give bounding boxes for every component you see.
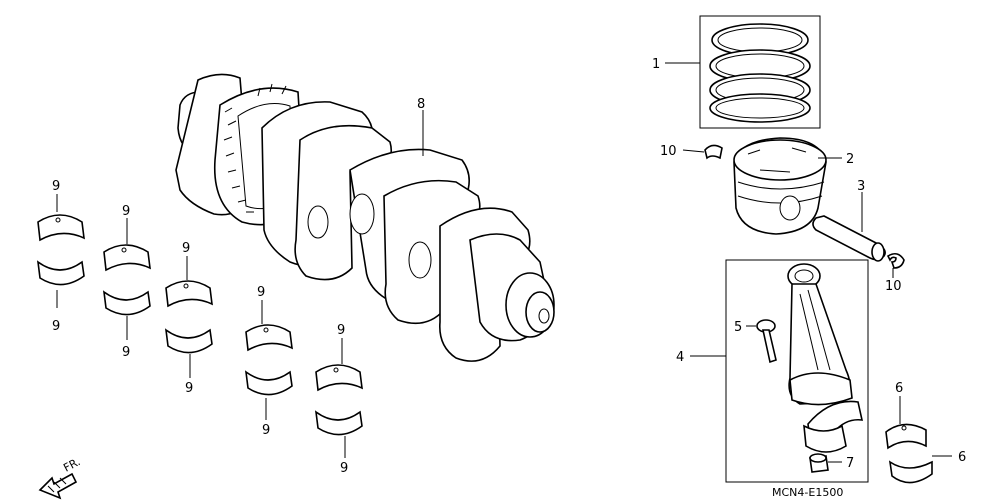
callout-5: 5 [734, 320, 742, 335]
front-arrow [38, 472, 78, 500]
diagram-code: MCN4-E1500 [772, 486, 843, 499]
callout-9-c: 9 [122, 204, 130, 219]
callout-9-i: 9 [337, 323, 345, 338]
callout-10-right: 10 [885, 279, 902, 294]
front-label: FR. [61, 455, 82, 474]
clip-right [886, 252, 905, 269]
callout-9-b: 9 [52, 319, 60, 334]
callout-3: 3 [857, 179, 865, 194]
main-bearing-2 [102, 244, 151, 316]
callout-4: 4 [676, 350, 684, 365]
callout-9-f: 9 [185, 381, 193, 396]
main-bearing-5 [314, 364, 363, 436]
main-bearing-leaders [56, 194, 346, 458]
callout-6-top: 6 [895, 381, 903, 396]
connecting-rod [787, 263, 864, 453]
callout-9-g: 9 [257, 285, 265, 300]
main-bearing-3 [164, 280, 213, 354]
callout-9-d: 9 [122, 345, 130, 360]
callout-7: 7 [846, 456, 854, 471]
callout-6-bottom: 6 [958, 450, 966, 465]
rod-bolt [756, 319, 777, 364]
callout-2: 2 [846, 152, 854, 167]
crankshaft-callout: 8 [417, 97, 425, 112]
crankshaft [175, 73, 555, 362]
callout-9-e: 9 [182, 241, 190, 256]
piston-ring-set [709, 23, 811, 123]
clip-left [704, 144, 723, 160]
piston [733, 137, 827, 235]
callout-9-h: 9 [262, 423, 270, 438]
callout-9-a: 9 [52, 179, 60, 194]
connecting-rod-box [725, 259, 869, 483]
callout-1: 1 [652, 57, 660, 72]
callout-9-j: 9 [340, 461, 348, 476]
main-bearing-1 [36, 214, 85, 286]
piston-ring-box [699, 15, 821, 129]
callout-10-left: 10 [660, 144, 677, 159]
main-bearing-4 [244, 324, 293, 396]
piston-pin [812, 215, 886, 262]
rod-bearing-right [885, 423, 933, 484]
rod-nut [809, 453, 829, 473]
clip-left-leader [682, 149, 705, 153]
